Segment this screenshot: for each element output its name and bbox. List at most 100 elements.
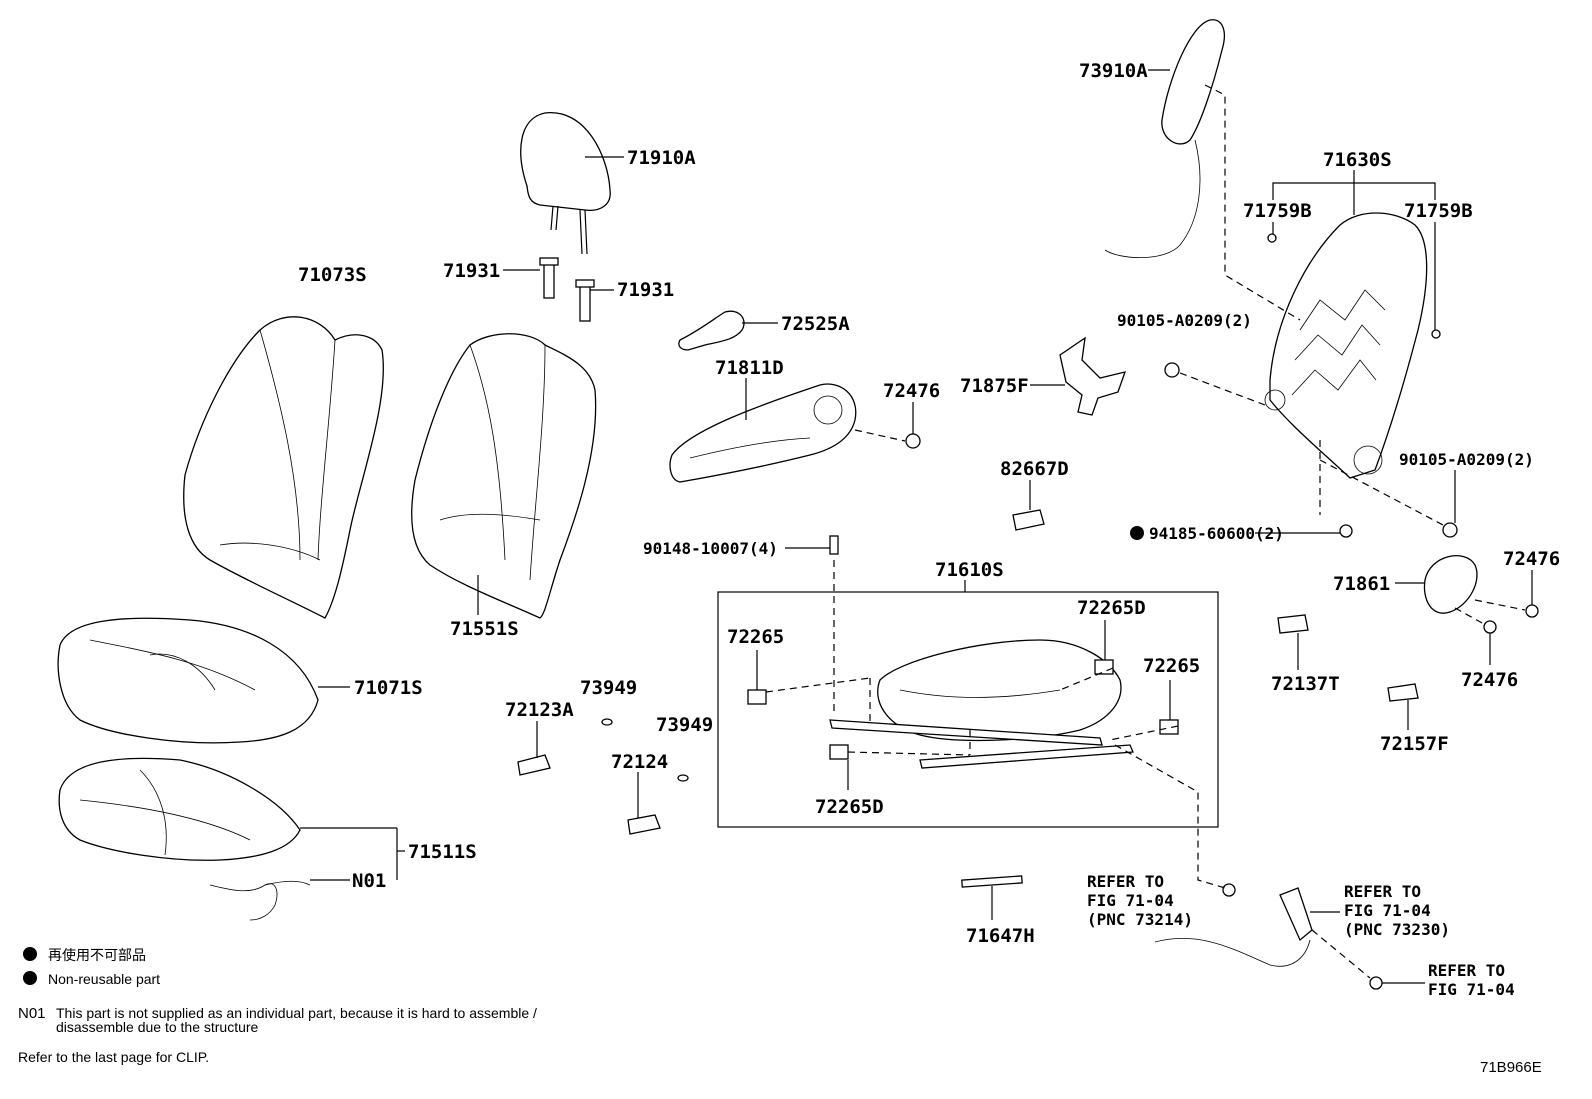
label-72476-a: 72476 — [883, 380, 940, 402]
clip-72265D-right — [1094, 659, 1114, 675]
label-71647H: 71647H — [966, 925, 1035, 947]
clip-71759B-right — [1431, 329, 1441, 339]
harness-n01-drawing — [209, 880, 311, 921]
note-n01-line1: This part is not supplied as an individu… — [56, 1005, 537, 1021]
figure-id: 71B966E — [1480, 1059, 1542, 1076]
ref1-line3: (PNC 73214) — [1087, 910, 1193, 929]
clip-72124 — [627, 814, 661, 835]
label-72137T: 72137T — [1271, 673, 1340, 695]
label-72124: 72124 — [611, 751, 668, 773]
leader-lines — [300, 69, 1533, 984]
label-71875F: 71875F — [960, 375, 1029, 397]
label-72157F: 72157F — [1380, 733, 1449, 755]
label-72265-left: 72265 — [727, 626, 784, 648]
label-72265D-top-right: 72265D — [1077, 597, 1146, 619]
clip-72265-left — [747, 689, 767, 705]
label-82667D: 82667D — [1000, 458, 1069, 480]
clip-72157F — [1387, 683, 1419, 702]
legend-item-jp: 再使用不可部品 — [48, 947, 146, 963]
label-71551S: 71551S — [450, 618, 519, 640]
label-71910A: 71910A — [627, 147, 696, 169]
label-72265-right: 72265 — [1143, 655, 1200, 677]
label-71861: 71861 — [1333, 573, 1390, 595]
seatback-cover-drawing — [183, 316, 384, 619]
non-reusable-marker-94185 — [1130, 526, 1144, 540]
note-clip: Refer to the last page for CLIP. — [18, 1049, 209, 1065]
ref1-line2: FIG 71-04 — [1087, 891, 1174, 910]
label-73949-b: 73949 — [656, 714, 713, 736]
clip-72123A — [517, 754, 551, 776]
seatback-pad-drawing — [411, 333, 597, 619]
clip-82667D — [1012, 509, 1045, 531]
bolt-90148 — [829, 535, 839, 555]
label-72265D-bottom: 72265D — [815, 796, 884, 818]
label-73910A: 73910A — [1079, 60, 1148, 82]
bolt-72476-b — [1525, 604, 1539, 618]
clip-71759B-left — [1267, 233, 1277, 243]
ref3-line2: FIG 71-04 — [1428, 980, 1515, 999]
legend-marker-1 — [23, 947, 37, 961]
label-73949-a: 73949 — [580, 677, 637, 699]
label-71071S: 71071S — [354, 677, 423, 699]
label-71073S: 71073S — [298, 264, 367, 286]
headrest-drawing — [520, 112, 611, 255]
note-n01-code: N01 — [18, 1005, 46, 1022]
label-72476-b: 72476 — [1503, 548, 1560, 570]
label-90148: 90148-10007(4) — [643, 539, 778, 558]
grommet-73949-b — [677, 774, 689, 782]
seat-track-box — [717, 591, 1219, 828]
bracket-71875F-drawing — [1059, 336, 1127, 416]
part-labels: 73910A 71910A 71630S 71759B 71759B 71073… — [298, 60, 1560, 947]
bolt-90105-bot — [1442, 522, 1458, 538]
strip-71647H — [961, 875, 1023, 888]
ref2-line3: (PNC 73230) — [1344, 920, 1450, 939]
label-90105-top: 90105-A0209(2) — [1117, 311, 1252, 330]
assembly-dashed-lines — [765, 84, 1526, 979]
fastener-drawings — [517, 233, 1539, 990]
label-71931-right: 71931 — [617, 279, 674, 301]
clip-72265D-bottom — [829, 744, 849, 760]
bolt-90105-top — [1164, 362, 1180, 378]
legend-marker-2 — [23, 971, 37, 985]
headrest-guide-drawings — [539, 257, 595, 322]
label-72525A: 72525A — [781, 313, 850, 335]
note-n01-line2: disassemble due to the structure — [56, 1019, 259, 1035]
label-71811D: 71811D — [715, 357, 784, 379]
label-71610S: 71610S — [935, 559, 1004, 581]
seat-cushion-cover-drawing — [57, 617, 319, 744]
label-N01: N01 — [352, 870, 386, 892]
seat-cushion-pad-drawing — [58, 757, 301, 861]
label-71759B-left: 71759B — [1243, 200, 1312, 222]
side-shield-drawing — [669, 383, 857, 483]
label-90105-bot: 90105-A0209(2) — [1399, 450, 1534, 469]
grommet-73949-a — [601, 718, 613, 726]
nut-ref-1 — [1222, 883, 1236, 897]
ref2-line2: FIG 71-04 — [1344, 901, 1431, 920]
recliner-handle-drawing — [678, 310, 745, 351]
label-71511S: 71511S — [408, 841, 477, 863]
bolt-72476-a — [905, 433, 921, 449]
nut-94185 — [1339, 524, 1353, 538]
label-94185: 94185-60600(2) — [1149, 524, 1284, 543]
side-airbag-drawing — [1104, 19, 1225, 259]
clip-72137T — [1277, 614, 1309, 634]
reference-notes: REFER TO FIG 71-04 (PNC 73214) REFER TO … — [1087, 872, 1515, 999]
footnotes: N01 This part is not supplied as an indi… — [18, 1005, 1542, 1076]
seatback-frame-drawing — [1264, 212, 1428, 479]
legend: 再使用不可部品 Non-reusable part — [23, 947, 160, 987]
label-71931-left: 71931 — [443, 260, 500, 282]
label-72476-c: 72476 — [1461, 669, 1518, 691]
clip-72265-right — [1159, 719, 1179, 735]
seat-track-drawing — [829, 639, 1134, 769]
label-72123A: 72123A — [505, 699, 574, 721]
bolt-72476-c — [1483, 620, 1497, 634]
label-71630S: 71630S — [1323, 149, 1392, 171]
ref3-line1: REFER TO — [1428, 961, 1505, 980]
ref1-line1: REFER TO — [1087, 872, 1164, 891]
nut-ref-3 — [1369, 976, 1383, 990]
cover-71861 — [1423, 555, 1478, 614]
legend-item-en: Non-reusable part — [48, 971, 160, 987]
ref2-line1: REFER TO — [1344, 882, 1421, 901]
label-71759B-right: 71759B — [1404, 200, 1473, 222]
